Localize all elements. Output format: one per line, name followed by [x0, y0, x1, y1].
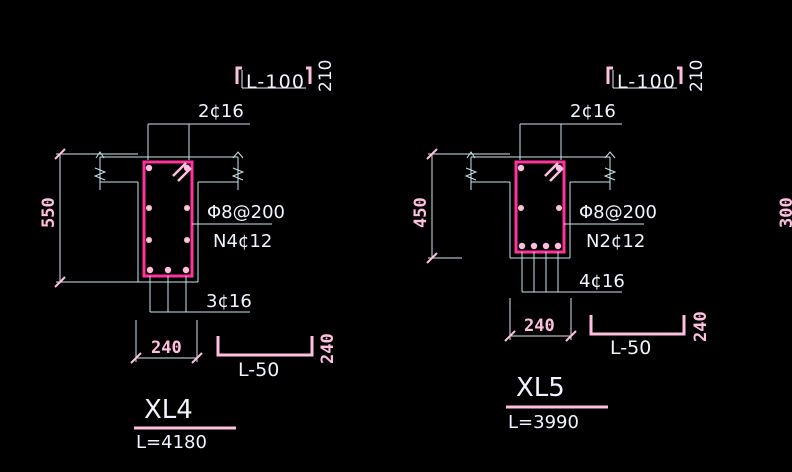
xl5-length-label: L=3990 [508, 412, 579, 433]
xl4-top-hook-left [235, 66, 242, 84]
partial-height-dim: 300 [777, 197, 792, 228]
xl4-top-hook-right [306, 66, 312, 84]
xl5-height-dimension: 450 [411, 148, 510, 264]
xl4-rebar-dots [145, 164, 191, 274]
section-xl5: L-100 210 2¢16 [411, 60, 711, 433]
xl5-top-hook-label: L-100 [617, 71, 675, 93]
xl5-section-name: XL5 [516, 373, 565, 403]
xl4-side-bar-label: N4¢12 [213, 231, 272, 252]
xl4-length-label: L=4180 [136, 432, 207, 453]
xl4-top-hook-label: L-100 [246, 71, 304, 93]
xl4-height-dim: 550 [39, 197, 59, 228]
xl5-stirrup-hook-1 [544, 162, 559, 177]
xl4-bottom-hook-dim: 240 [318, 333, 338, 364]
xl4-stirrup [142, 160, 194, 278]
xl5-rebar-dots [517, 164, 563, 250]
xl5-width-dimension: 240 [504, 298, 577, 342]
xl4-top-hook-dim: 210 [316, 60, 336, 92]
xl5-side-bar-label: N2¢12 [586, 231, 645, 252]
xl4-width-dim: 240 [151, 338, 182, 358]
xl4-top-hook-shape: L-100 210 [235, 60, 336, 93]
xl4-bottom-hook-label: L-50 [238, 359, 279, 381]
xl5-bottom-bar-leader: 4¢16 [521, 252, 625, 293]
xl5-slab-lines [464, 151, 617, 259]
xl4-width-dimension: 240 [130, 320, 203, 364]
xl5-width-dim: 240 [524, 316, 555, 336]
xl4-section-name: XL4 [144, 395, 193, 425]
xl4-top-bar-label: 2¢16 [198, 101, 244, 122]
xl5-bottom-hook-label: L-50 [610, 337, 651, 359]
section-xl4: L-100 210 2¢16 [39, 60, 338, 453]
xl5-top-hook-shape: L-100 210 [606, 60, 707, 93]
xl4-bottom-hook-shape: L-50 240 [216, 333, 338, 381]
xl4-height-dimension: 550 [39, 148, 138, 288]
xl5-bottom-hook-dim: 240 [691, 311, 711, 342]
xl5-bottom-hook-shape: L-50 240 [589, 311, 711, 359]
xl5-stirrup-label: Φ8@200 [579, 202, 657, 223]
xl4-bottom-bar-label: 3¢16 [206, 291, 252, 312]
xl4-bottom-bar-leader: 3¢16 [149, 276, 252, 313]
xl5-bottom-bar-label: 4¢16 [579, 271, 625, 292]
xl5-stirrup [514, 160, 566, 254]
xl5-top-bar-leader: 2¢16 [519, 101, 622, 160]
xl5-top-bar-label: 2¢16 [570, 101, 616, 122]
xl4-stirrup-label: Φ8@200 [207, 202, 285, 223]
xl4-top-bar-leader: 2¢16 [147, 101, 250, 160]
xl5-height-dim: 450 [411, 197, 431, 228]
xl5-top-hook-dim: 210 [687, 60, 707, 92]
xl4-stirrup-hook-1 [172, 162, 187, 177]
